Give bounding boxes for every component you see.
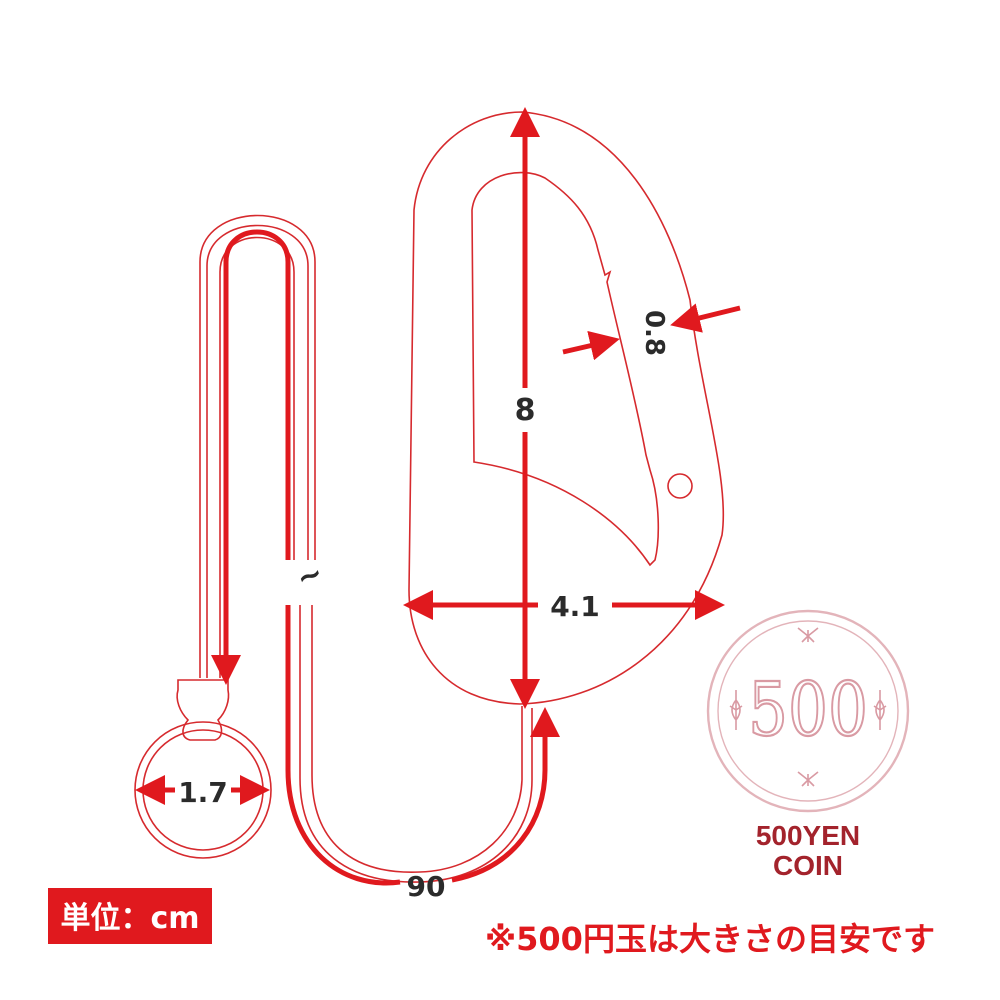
key-ring <box>134 679 272 859</box>
cord <box>199 214 533 883</box>
cord-arrow-up <box>451 707 560 883</box>
gate-thickness-label: 0.8 <box>639 310 669 356</box>
coin-value: 500 <box>748 667 868 753</box>
coin-scale-note: ※500円玉は大きさの目安です <box>485 920 935 958</box>
cord-inner-line <box>206 224 533 883</box>
unit-badge <box>48 888 212 944</box>
cord-length-label: 90 <box>407 870 446 903</box>
coin-inner-ring <box>717 620 899 802</box>
coin-left-leaf-icon <box>729 690 743 730</box>
coin-label-line1: 500YEN <box>756 820 860 851</box>
cord-break-mark: ~ <box>292 555 328 596</box>
coin-outer-ring <box>706 609 910 813</box>
unit-label: 単位：cm <box>60 901 199 936</box>
coin-label-line2: COIN <box>773 850 843 881</box>
gate-arrow-right <box>670 303 741 333</box>
cord-side-line-right <box>219 236 295 780</box>
ring-connector <box>176 679 230 741</box>
cord-outer-line <box>199 214 523 873</box>
dimension-arrows <box>135 107 741 886</box>
carabiner-outline <box>408 111 725 705</box>
coin-top-leaf-icon <box>797 627 819 643</box>
carabiner-body <box>408 111 725 705</box>
cord-arrow-bottom-curve <box>285 605 401 886</box>
coin-right-leaf-icon <box>873 690 887 730</box>
width-label: 4.1 <box>550 590 600 623</box>
coin-reference: 500 <box>706 609 910 813</box>
cord-arrow-top-curve <box>223 229 291 560</box>
length-label: 8 <box>515 393 536 428</box>
carabiner-inner-opening <box>471 171 660 567</box>
gate-arrow-left <box>562 331 620 361</box>
ring-diameter-label: 1.7 <box>178 776 228 809</box>
coin-bottom-leaf-icon <box>797 771 819 787</box>
carabiner-hole <box>667 473 693 499</box>
